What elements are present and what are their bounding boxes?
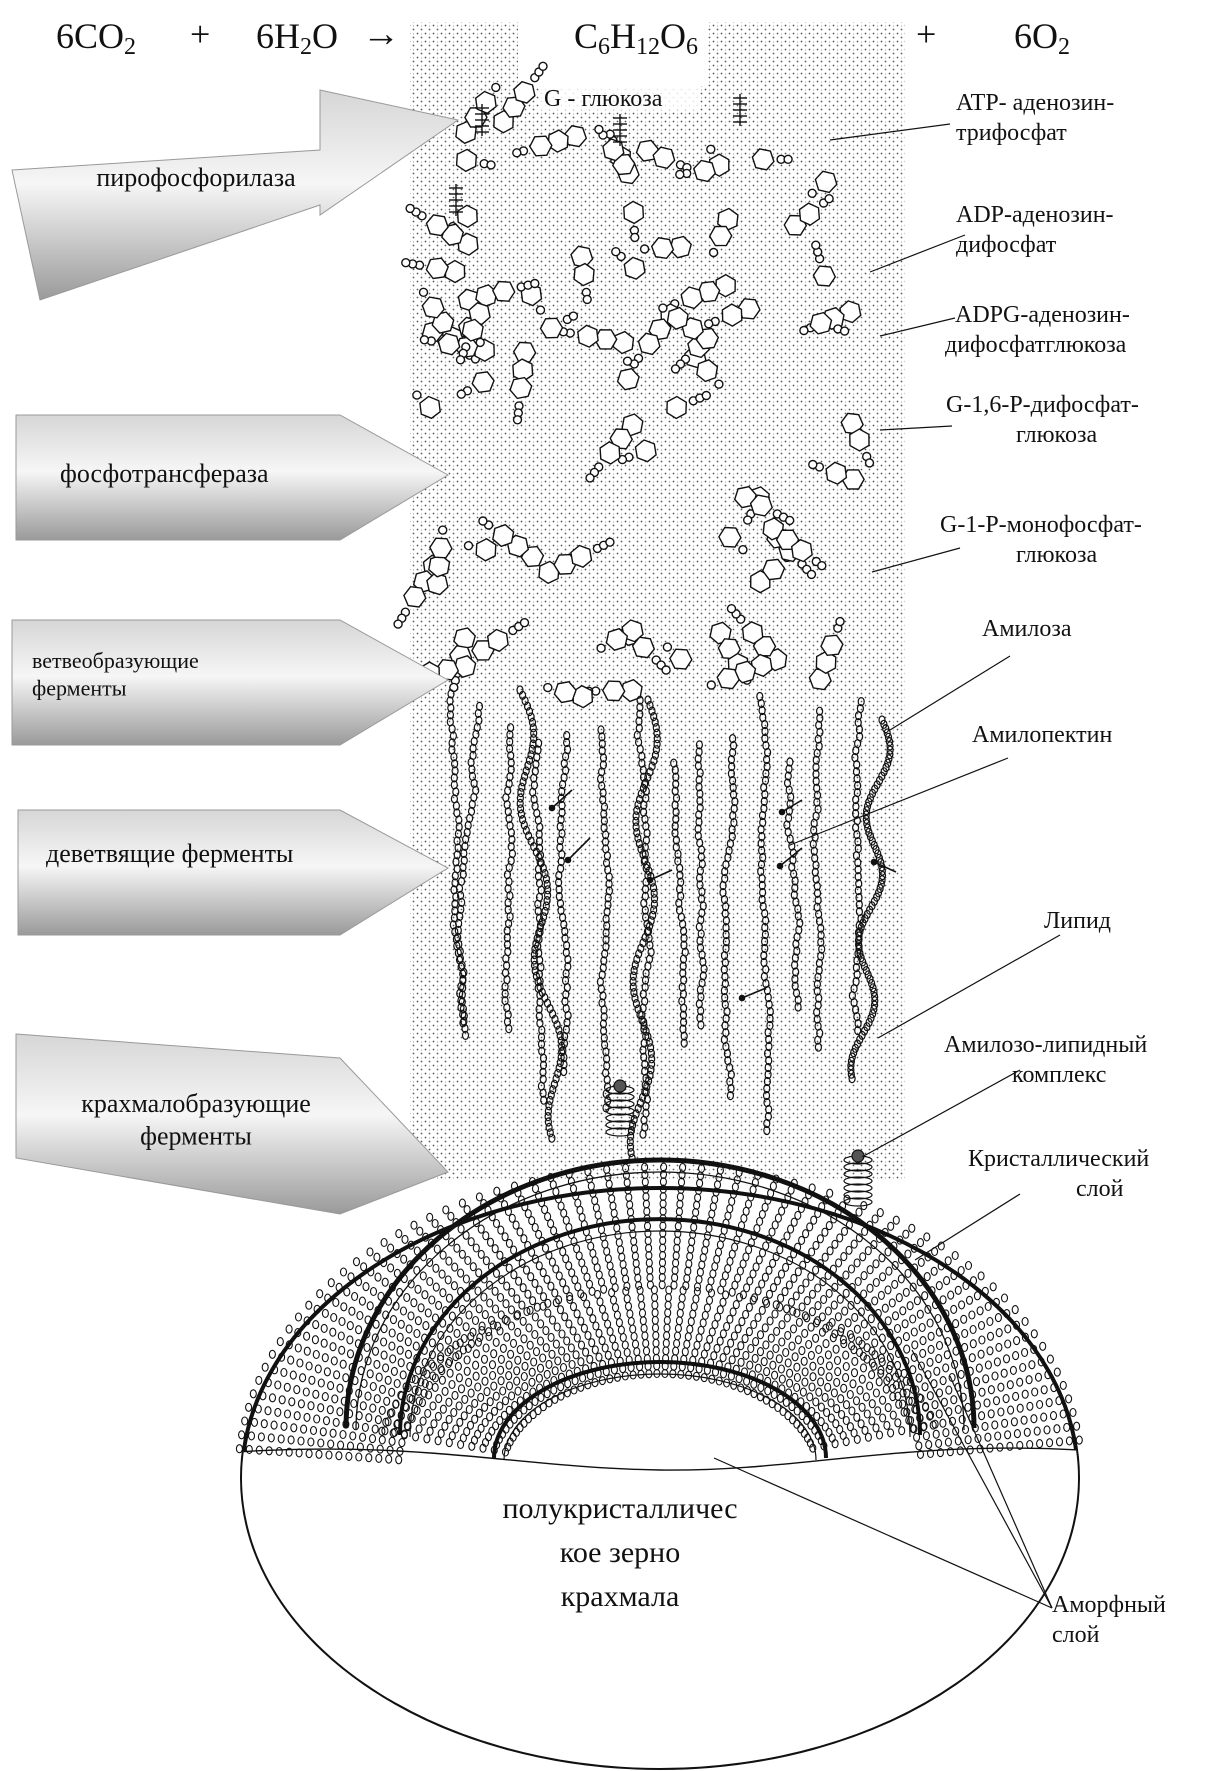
label-amylopectin: Амилопектин — [972, 722, 1113, 748]
label-crystalline-layer: Кристаллическийслой — [968, 1146, 1149, 1202]
enzyme-arrow-phosphotransferase: фосфотрансфераза — [16, 415, 448, 540]
plus-sign-2: + — [916, 14, 936, 54]
svg-text:C6H12O6: C6H12O6 — [574, 16, 698, 60]
label-adpg: ADPG-аденозин-дифосфатглюкоза — [945, 302, 1130, 358]
svg-text:6O2: 6O2 — [1014, 16, 1070, 60]
plus-sign: + — [190, 14, 210, 54]
svg-text:фосфотрансфераза: фосфотрансфераза — [60, 459, 269, 488]
enzyme-arrows: пирофосфорилаза фосфотрансфераза ветвеобра… — [12, 90, 458, 1214]
label-g1p: G-1-P-монофосфат-глюкоза — [940, 512, 1142, 568]
enzyme-arrow-debranching: деветвящие ферменты — [18, 810, 448, 935]
product-o2: 6O — [1014, 16, 1058, 56]
reactant-co2: 6CO — [56, 16, 124, 56]
label-g16p: G-1,6-P-дифосфат-глюкоза — [946, 392, 1139, 448]
photosynthesis-equation: 6CO2 + 6H2O → C6H12O6 + 6O2 — [56, 13, 1070, 60]
svg-text:пирофосфорилаза: пирофосфорилаза — [96, 163, 296, 192]
starch-grain — [236, 1160, 1082, 1771]
label-adp: ADP-аденозин-дифосфат — [956, 202, 1114, 258]
enzyme-arrow-branching: ветвеобразующиеферменты — [12, 620, 448, 745]
label-amylose: Амилоза — [982, 616, 1072, 642]
glucose-label: G - глюкоза — [540, 84, 700, 112]
svg-text:деветвящие ферменты: деветвящие ферменты — [46, 839, 293, 868]
label-amylose-lipid-complex: Амилозо-липидныйкомплекс — [944, 1032, 1147, 1088]
label-amorphous-layer: Аморфныйслой — [1052, 1592, 1166, 1648]
enzyme-arrow-pyrophosphorylase: пирофосфорилаза — [12, 90, 458, 300]
svg-text:6H2O: 6H2O — [256, 16, 338, 60]
svg-text:G - глюкоза: G - глюкоза — [544, 86, 663, 112]
svg-text:6CO2: 6CO2 — [56, 16, 136, 60]
label-atp: ATP- аденозин-трифосфат — [956, 90, 1114, 146]
enzyme-arrow-starch-forming: крахмалобразующиеферменты — [16, 1034, 448, 1214]
label-lipid: Липид — [1044, 908, 1111, 934]
product-glucose: C — [574, 16, 598, 56]
reactant-h2o: 6H — [256, 16, 300, 56]
reaction-arrow: → — [362, 13, 400, 55]
